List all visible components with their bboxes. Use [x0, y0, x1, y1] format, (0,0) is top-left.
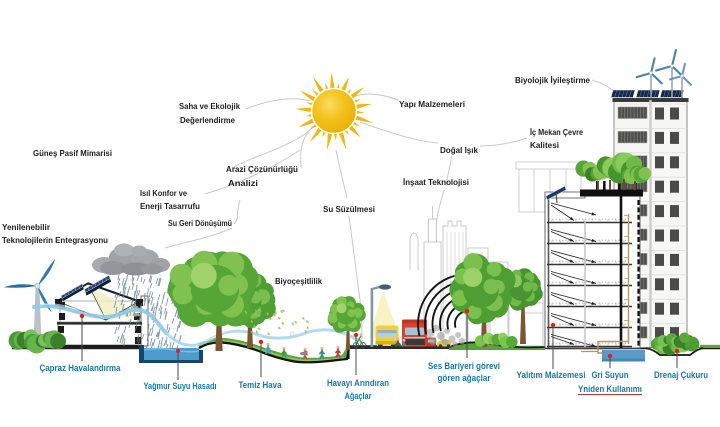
- svg-text:Doğal Işık: Doğal Işık: [440, 145, 478, 155]
- svg-text:İnşaat Teknolojisi: İnşaat Teknolojisi: [403, 177, 469, 187]
- svg-text:İç Mekan Çevre: İç Mekan Çevre: [530, 127, 583, 137]
- svg-text:Gri Suyun: Gri Suyun: [592, 370, 629, 380]
- svg-text:Biyolojik İyileştirme: Biyolojik İyileştirme: [515, 75, 590, 85]
- svg-text:Yalıtım Malzemesi: Yalıtım Malzemesi: [517, 370, 586, 380]
- svg-text:Su Süzülmesi: Su Süzülmesi: [323, 204, 375, 214]
- svg-text:Yapı Malzemeleri: Yapı Malzemeleri: [399, 99, 465, 109]
- svg-text:Kalitesi: Kalitesi: [530, 140, 559, 150]
- svg-text:Yenilenebilir: Yenilenebilir: [2, 222, 51, 232]
- svg-text:Ağaçlar: Ağaçlar: [345, 391, 372, 401]
- svg-text:Yağmur Suyu Hasadı: Yağmur Suyu Hasadı: [144, 381, 217, 391]
- svg-text:Güneş Pasif Mimarisi: Güneş Pasif Mimarisi: [33, 148, 112, 158]
- svg-text:Su Geri Dönüşümü: Su Geri Dönüşümü: [168, 218, 232, 228]
- svg-text:Değerlendirme: Değerlendirme: [180, 115, 235, 125]
- svg-text:Arazi Çözünürlüğü: Arazi Çözünürlüğü: [226, 164, 298, 174]
- svg-text:Temiz Hava: Temiz Hava: [239, 380, 282, 390]
- svg-text:Teknolojilerin Entegrasyonu: Teknolojilerin Entegrasyonu: [2, 235, 108, 245]
- svg-text:Havayı Arındıran: Havayı Arındıran: [327, 378, 389, 388]
- svg-text:Drenaj Çukuru: Drenaj Çukuru: [654, 370, 708, 380]
- svg-text:Yniden Kullanımı: Yniden Kullanımı: [578, 384, 642, 394]
- svg-text:Ses Bariyeri görevi: Ses Bariyeri görevi: [428, 361, 500, 371]
- svg-text:Analizi: Analizi: [228, 178, 258, 188]
- svg-text:Biyoçeşitlilik: Biyoçeşitlilik: [275, 276, 322, 286]
- svg-text:Isıl Konfor ve: Isıl Konfor ve: [140, 188, 187, 198]
- svg-text:gören ağaçlar: gören ağaçlar: [438, 373, 492, 383]
- svg-text:Saha ve Ekolojik: Saha ve Ekolojik: [179, 101, 240, 111]
- svg-text:Enerji Tasarrufu: Enerji Tasarrufu: [140, 201, 200, 211]
- svg-text:Çapraz Havalandırma: Çapraz Havalandırma: [40, 363, 121, 373]
